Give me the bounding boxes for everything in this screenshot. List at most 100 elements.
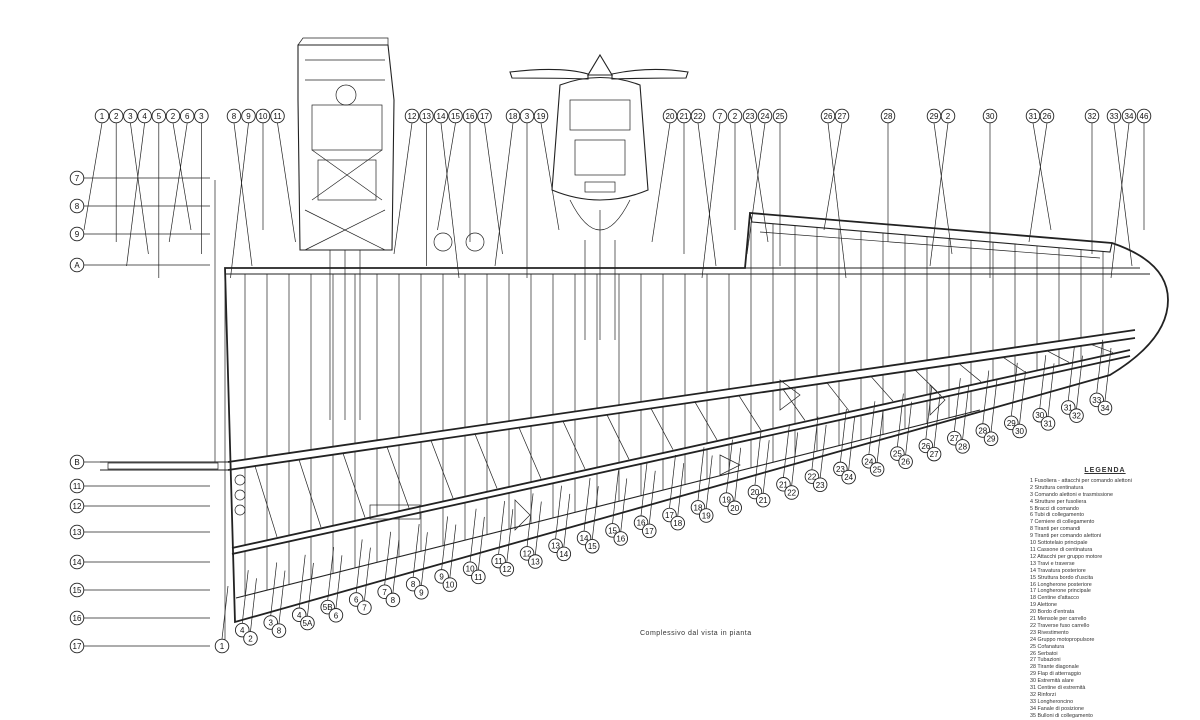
callout-label: 25 — [893, 450, 902, 459]
callout-label: 31 — [1044, 419, 1053, 428]
rib-diagonal — [342, 453, 366, 518]
callout-label: 22 — [807, 473, 816, 482]
leader-line — [651, 122, 671, 243]
leader-line — [726, 439, 733, 493]
legend-item: 25 Cofanatura — [1030, 643, 1065, 650]
rib-diagonal — [958, 363, 982, 382]
leader-line — [270, 562, 278, 616]
leader-line — [168, 122, 188, 243]
callout-bubble: 13 — [419, 108, 434, 124]
callout-circle — [433, 108, 449, 124]
callout-bubble: 26 — [1039, 108, 1055, 124]
callout-circle — [784, 485, 799, 500]
callout-circle — [812, 477, 828, 493]
callout-label: 10 — [259, 112, 268, 121]
callout-label: 8 — [232, 112, 237, 121]
callout-circle — [385, 592, 401, 608]
propeller-spinner — [509, 53, 689, 340]
callout-bubble: 31 — [1025, 108, 1041, 124]
callout-label: 19 — [702, 511, 711, 520]
callout-bubble: 11 — [270, 108, 285, 124]
callout-circle — [404, 108, 420, 124]
callout-label: 46 — [1140, 112, 1149, 121]
callout-circle — [528, 554, 543, 569]
leader-line — [298, 554, 306, 608]
leader-line — [1019, 370, 1026, 425]
callout-bubble: 2 — [940, 108, 956, 124]
callout-bubble: 5 — [151, 108, 167, 124]
rib-diagonal — [386, 446, 410, 508]
legend-item: 13 Travi e traverse — [1030, 560, 1075, 567]
legend-item: 22 Traverse fuso carrello — [1030, 622, 1090, 629]
callout-label: 14 — [580, 534, 589, 543]
leader-line — [933, 394, 941, 448]
callout-label: 31 — [1064, 404, 1073, 413]
callout-label: 5 — [157, 112, 162, 121]
callout-bubble: A — [69, 257, 85, 273]
callout-bubble: 32 — [1069, 408, 1084, 423]
rib-diagonal — [826, 382, 850, 412]
callout-label: 18 — [694, 503, 703, 512]
callout-label: 21 — [779, 480, 788, 489]
callout-circle — [1136, 108, 1152, 124]
leader-line — [250, 578, 257, 632]
callout-label: 25 — [776, 112, 785, 121]
callout-bubble: 15 — [448, 108, 463, 124]
callout-bubble: 3 — [519, 108, 535, 124]
callout-label: 6 — [354, 595, 359, 604]
leader-line — [233, 122, 253, 267]
leader-line — [823, 122, 843, 231]
legend-title: LEGENDA — [1084, 467, 1126, 474]
leader-line — [1047, 363, 1055, 417]
leader-line — [962, 386, 969, 440]
leader-line — [307, 562, 314, 617]
callout-label: 1 — [220, 642, 225, 651]
callout-label: 24 — [864, 457, 873, 466]
callout-circle — [194, 108, 209, 124]
callout-label: 14 — [73, 558, 82, 567]
callout-label: 7 — [382, 588, 387, 597]
callout-bubble: 20 — [662, 108, 678, 124]
callout-label: 23 — [746, 112, 755, 121]
callout-bubble: 8 — [69, 198, 85, 214]
legend-item: 33 Longheroncino — [1030, 698, 1074, 705]
callout-label: 33 — [1092, 396, 1101, 405]
leader-line — [241, 570, 249, 624]
callout-bubble: 18 — [505, 108, 521, 124]
callout-circle — [419, 108, 434, 124]
rib-diagonal — [870, 376, 894, 402]
callout-bubble: 24 — [757, 108, 773, 124]
callout-label: 29 — [987, 435, 996, 444]
callout-bubble: 9 — [241, 108, 256, 124]
callout-bubble: 2 — [243, 631, 258, 646]
legend-item: 15 Struttura bordo d'uscita — [1030, 574, 1094, 581]
callout-label: 13 — [422, 112, 431, 121]
legend-item: 20 Bordo d'entrata — [1030, 609, 1075, 616]
engine-nacelle — [297, 37, 395, 420]
callout-circle — [742, 108, 758, 124]
callout-circle — [69, 582, 85, 598]
callout-label: 17 — [73, 642, 82, 651]
leader-line — [840, 408, 847, 462]
callout-circle — [834, 108, 850, 124]
root-fitting — [100, 180, 246, 640]
leader-line — [783, 424, 790, 478]
callout-label: 16 — [616, 535, 625, 544]
leader-line — [905, 401, 912, 455]
legend-item: 4 Strutture per fusoliera — [1030, 498, 1087, 505]
callout-bubble: 11 — [471, 569, 486, 585]
callout-label: 2 — [171, 112, 176, 121]
callout-bubble: 7 — [69, 170, 85, 186]
callout-bubble: 13 — [69, 524, 85, 540]
leader-line — [277, 122, 296, 243]
callout-label: 5A — [303, 619, 313, 628]
leader-line — [953, 378, 961, 432]
callout-circle — [880, 108, 896, 124]
rib-diagonal — [738, 395, 762, 431]
leader-line — [1076, 355, 1083, 409]
callout-label: 11 — [494, 557, 503, 566]
callout-bubble: 4 — [137, 108, 152, 124]
callout-circle — [328, 608, 344, 623]
rib-diagonal — [1002, 356, 1026, 373]
